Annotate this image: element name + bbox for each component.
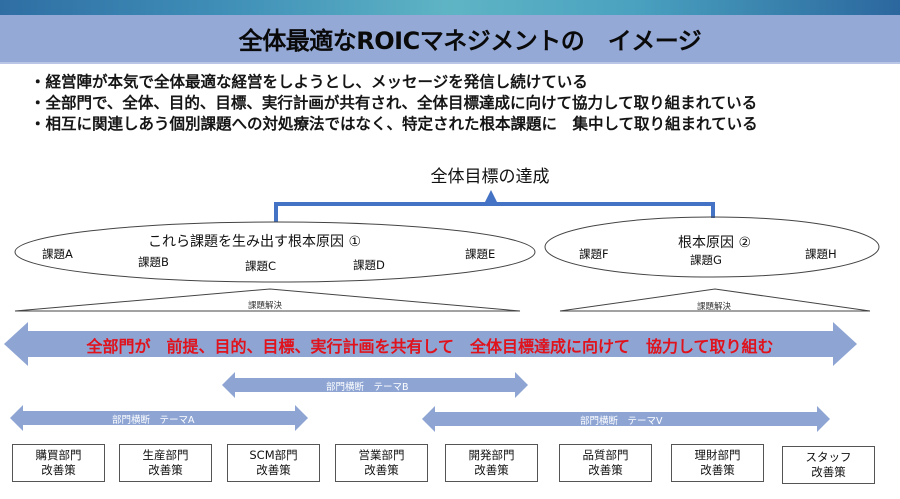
- dept-name: 生産部門: [142, 448, 189, 462]
- theme-a-label: 部門横断 テーマA: [112, 415, 195, 426]
- root-cause-1-title: これら課題を生み出す根本原因 ①: [148, 234, 362, 250]
- bullet-item: ・経営陣が本気で全体最適な経営をしようとし、メッセージを発信し続けている: [30, 73, 588, 91]
- bullet-item: ・相互に関連しあう個別課題への対処療法ではなく、特定された根本課題に 集中して取…: [30, 115, 758, 133]
- issue-a: 課題A: [42, 247, 73, 261]
- goal-bracket: [274, 190, 715, 222]
- solve-label-2: 課題解決: [697, 302, 732, 312]
- dept-name: スタッフ: [805, 450, 852, 464]
- bullet-list: ・経営陣が本気で全体最適な経営をしようとし、メッセージを発信し続けている ・全部…: [30, 72, 890, 135]
- dept-box-finance: 理財部門 改善策: [671, 444, 764, 482]
- theme-v-label: 部門横断 テーマV: [580, 416, 663, 427]
- dept-name: 理財部門: [694, 448, 741, 462]
- root-cause-2-ellipse: [544, 216, 880, 278]
- dept-action: 改善策: [474, 463, 509, 477]
- theme-b-arrow: [222, 372, 528, 398]
- main-double-arrow: [4, 322, 857, 366]
- theme-a-arrow: [10, 405, 308, 431]
- issue-g: 課題G: [690, 253, 722, 267]
- dept-box-purchasing: 購買部門 改善策: [12, 444, 105, 482]
- dept-box-production: 生産部門 改善策: [119, 444, 212, 482]
- dept-name: 開発部門: [468, 448, 515, 462]
- solve-label-1: 課題解決: [248, 301, 283, 311]
- dept-name: SCM部門: [249, 448, 298, 462]
- main-arrow-text: 全部門が 前提、目的、目標、実行計画を共有して 全体目標達成に向けて 協力して取…: [86, 337, 774, 356]
- dept-action: 改善策: [700, 463, 735, 477]
- dept-action: 改善策: [256, 463, 291, 477]
- dept-box-scm: SCM部門 改善策: [227, 444, 320, 482]
- dept-action: 改善策: [811, 465, 846, 479]
- issue-h: 課題H: [805, 247, 837, 261]
- issue-d: 課題D: [353, 258, 385, 272]
- issue-c: 課題C: [245, 259, 277, 273]
- goal-label: 全体目標の達成: [430, 167, 550, 187]
- top-decorative-band: [0, 0, 900, 15]
- theme-v-arrow: [422, 406, 830, 432]
- page-title: 全体最適なROICマネジメントの イメージ: [238, 27, 702, 55]
- dept-box-development: 開発部門 改善策: [445, 444, 538, 482]
- solve-triangle-1: [14, 288, 521, 312]
- dept-action: 改善策: [148, 463, 183, 477]
- root-cause-1-ellipse: [14, 221, 536, 283]
- dept-action: 改善策: [364, 463, 399, 477]
- issue-e: 課題E: [465, 247, 496, 261]
- dept-action: 改善策: [41, 463, 76, 477]
- dept-name: 品質部門: [582, 448, 629, 462]
- title-bar: 全体最適なROICマネジメントの イメージ: [0, 15, 900, 64]
- dept-box-sales: 営業部門 改善策: [335, 444, 428, 482]
- dept-name: 営業部門: [358, 448, 405, 462]
- solve-triangle-2: [559, 288, 871, 312]
- dept-action: 改善策: [588, 463, 623, 477]
- issue-f: 課題F: [579, 247, 609, 261]
- issue-b: 課題B: [138, 255, 169, 269]
- bracket-arrow-up-icon: [484, 190, 498, 204]
- theme-b-label: 部門横断 テーマB: [326, 382, 409, 393]
- bullet-item: ・全部門で、全体、目的、目標、実行計画が共有され、全体目標達成に向けて協力して取…: [30, 94, 758, 112]
- root-cause-2-title: 根本原因 ②: [678, 235, 752, 251]
- dept-box-staff: スタッフ 改善策: [782, 446, 875, 484]
- dept-box-quality: 品質部門 改善策: [559, 444, 652, 482]
- dept-name: 購買部門: [35, 448, 82, 462]
